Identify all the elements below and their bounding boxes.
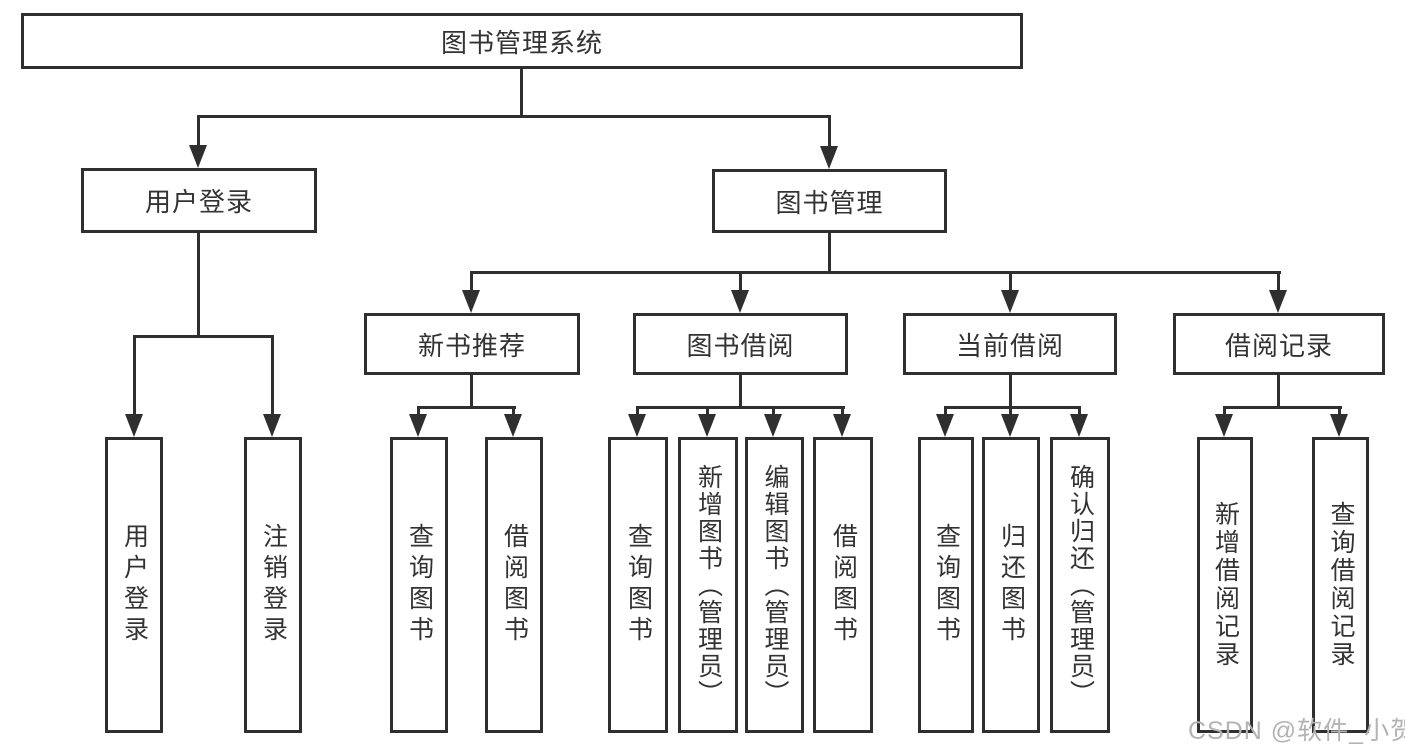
arrow-down-icon xyxy=(1001,414,1019,437)
connector-book-borrow-bar xyxy=(636,406,845,409)
leaf-query-borrow-record: 查询借阅记录 xyxy=(1312,437,1369,733)
connector-arrow-shaft xyxy=(1009,271,1012,293)
leaf-query-books-borrow: 查询图书 xyxy=(608,437,668,733)
arrow-down-icon xyxy=(731,290,749,313)
connector-user-login-stem xyxy=(197,233,200,335)
node-book-borrow-label: 图书借阅 xyxy=(686,330,795,361)
arrow-down-icon xyxy=(462,290,480,313)
connector-current-borrow-bar xyxy=(944,406,1081,409)
node-book-borrow: 图书借阅 xyxy=(633,313,848,375)
connector-arrow-shaft xyxy=(739,271,742,293)
arrow-down-icon xyxy=(409,414,427,437)
node-new-book-rec: 新书推荐 xyxy=(364,313,580,375)
arrow-down-icon xyxy=(189,145,207,168)
node-user-login-label: 用户登录 xyxy=(144,187,253,217)
node-book-mgmt-label: 图书管理 xyxy=(775,187,884,218)
arrow-down-icon xyxy=(504,414,522,437)
leaf-label: 新增图书（管理员） xyxy=(694,463,723,707)
connector-new-book-bar xyxy=(417,406,516,409)
leaf-add-borrow-record: 新增借阅记录 xyxy=(1197,437,1253,733)
node-root-label: 图书管理系统 xyxy=(440,27,603,58)
leaf-query-books-current: 查询图书 xyxy=(918,437,974,733)
arrow-down-icon xyxy=(833,414,851,437)
leaf-confirm-return-admin: 确认归还（管理员） xyxy=(1050,437,1110,733)
arrow-down-icon xyxy=(936,414,954,437)
node-borrow-record: 借阅记录 xyxy=(1173,313,1385,375)
leaf-label: 归还图书 xyxy=(997,523,1026,647)
leaf-label: 确认归还（管理员） xyxy=(1066,463,1095,707)
node-borrow-record-label: 借阅记录 xyxy=(1224,330,1333,361)
node-new-book-rec-label: 新书推荐 xyxy=(417,330,526,361)
node-book-mgmt: 图书管理 xyxy=(712,169,947,233)
leaf-query-books-newrec: 查询图书 xyxy=(390,437,448,733)
arrow-down-icon xyxy=(820,146,838,169)
connector-arrow-shaft xyxy=(271,335,274,415)
node-user-login: 用户登录 xyxy=(81,168,317,233)
leaf-label: 查询图书 xyxy=(405,523,434,647)
connector-level3-bar xyxy=(471,271,1281,274)
arrow-down-icon xyxy=(125,414,143,437)
leaf-label: 查询借阅记录 xyxy=(1327,501,1355,669)
connector-arrow-shaft xyxy=(417,406,420,416)
arrow-down-icon xyxy=(1001,290,1019,313)
connector-arrow-shaft xyxy=(197,115,200,148)
csdn-watermark: CSDN @软件_小贺同学 xyxy=(1188,717,1405,745)
leaf-label: 查询图书 xyxy=(624,523,653,647)
connector-new-book-stem xyxy=(470,375,473,408)
connector-book-mgmt-stem xyxy=(828,233,831,273)
leaf-label: 借阅图书 xyxy=(500,523,529,647)
connector-arrow-shaft xyxy=(706,406,709,416)
leaf-label: 借阅图书 xyxy=(829,523,858,647)
arrow-down-icon xyxy=(1215,414,1233,437)
arrow-down-icon xyxy=(698,414,716,437)
arrow-down-icon xyxy=(263,414,281,437)
connector-arrow-shaft xyxy=(944,406,947,416)
arrow-down-icon xyxy=(764,414,782,437)
connector-borrow-record-stem xyxy=(1277,375,1280,408)
arrow-down-icon xyxy=(1269,290,1287,313)
connector-current-borrow-stem xyxy=(1009,375,1012,408)
leaf-return-books: 归还图书 xyxy=(982,437,1040,733)
leaf-borrow-books: 借阅图书 xyxy=(813,437,873,733)
connector-arrow-shaft xyxy=(841,406,844,416)
arrow-down-icon xyxy=(628,414,646,437)
connector-arrow-shaft xyxy=(1338,406,1341,416)
connector-arrow-shaft xyxy=(512,406,515,416)
connector-arrow-shaft xyxy=(133,335,136,415)
connector-level2-bar xyxy=(197,115,831,118)
arrow-down-icon xyxy=(1330,414,1348,437)
node-root: 图书管理系统 xyxy=(21,13,1023,69)
arrow-down-icon xyxy=(1070,414,1088,437)
leaf-label: 编辑图书（管理员） xyxy=(761,463,789,707)
connector-arrow-shaft xyxy=(470,271,473,293)
connector-root-stem xyxy=(520,69,523,116)
leaf-logout-label: 注销登录 xyxy=(259,523,288,647)
connector-arrow-shaft xyxy=(828,115,831,148)
leaf-borrow-books-newrec: 借阅图书 xyxy=(485,437,543,733)
connector-arrow-shaft xyxy=(772,406,775,416)
leaf-user-login: 用户登录 xyxy=(105,437,163,733)
leaf-logout: 注销登录 xyxy=(244,437,302,733)
leaf-label: 查询图书 xyxy=(932,523,961,647)
connector-borrow-record-bar xyxy=(1223,406,1342,409)
leaf-user-login-label: 用户登录 xyxy=(120,523,149,647)
connector-user-login-bar xyxy=(133,335,274,338)
leaf-add-books-admin: 新增图书（管理员） xyxy=(678,437,738,733)
connector-arrow-shaft xyxy=(636,406,639,416)
connector-arrow-shaft xyxy=(1009,406,1012,416)
node-current-borrow: 当前借阅 xyxy=(903,313,1117,375)
connector-book-borrow-stem xyxy=(739,375,742,408)
connector-arrow-shaft xyxy=(1277,271,1280,293)
leaf-label: 新增借阅记录 xyxy=(1211,501,1240,669)
connector-arrow-shaft xyxy=(1223,406,1226,416)
connector-arrow-shaft xyxy=(1078,406,1081,416)
leaf-edit-books-admin: 编辑图书（管理员） xyxy=(745,437,804,733)
node-current-borrow-label: 当前借阅 xyxy=(955,330,1064,361)
